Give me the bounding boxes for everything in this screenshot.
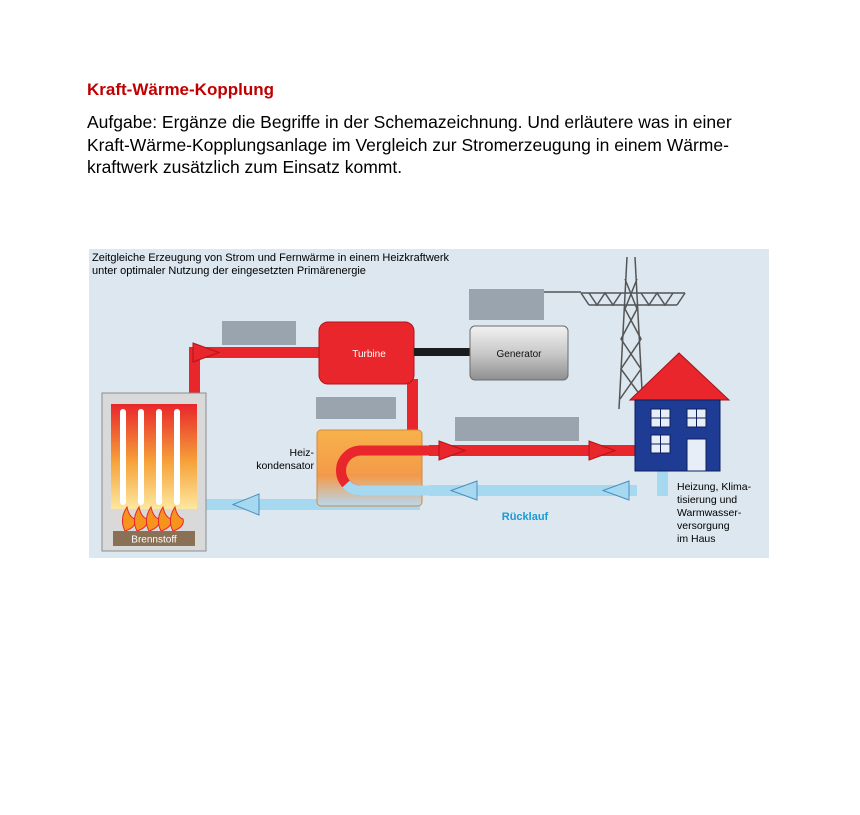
window-icon	[650, 408, 707, 454]
house-caption: Heizung, Klima-	[677, 481, 752, 493]
flow-arrow-hot	[588, 440, 617, 461]
blank-answer-box[interactable]	[455, 417, 579, 441]
hot-steam-pipe	[189, 347, 637, 456]
return-pipe	[205, 471, 668, 510]
house	[634, 399, 721, 472]
generator	[469, 325, 569, 381]
fuel-label: Brennstoff	[131, 535, 177, 546]
chp-diagram: Zeitgleiche Erzeugung von Strom und Fern…	[89, 249, 769, 558]
task-line: kraftwerk zusätzlich zum Einsatz kommt.	[87, 157, 403, 177]
house-caption: Warmwasser-	[677, 507, 742, 519]
power-pylon-icon	[544, 256, 686, 410]
generator-label: Generator	[496, 349, 542, 360]
condenser-label: kondensator	[256, 460, 314, 472]
diagram-caption: unter optimaler Nutzung der eingesetzten…	[92, 265, 366, 277]
flow-arrow-hot	[438, 440, 467, 461]
fuel-bin	[113, 531, 195, 546]
house-caption: im Haus	[677, 533, 716, 545]
page-title: Kraft-Wärme-Kopplung	[87, 80, 274, 99]
door-icon	[686, 438, 707, 472]
flow-arrow-hot	[192, 342, 221, 363]
house-caption: tisierung und	[677, 494, 737, 506]
flow-arrow-cold	[231, 493, 260, 516]
blank-answer-box[interactable]	[316, 397, 396, 419]
blank-answer-box[interactable]	[222, 321, 296, 345]
diagram-caption: Zeitgleiche Erzeugung von Strom und Fern…	[92, 252, 450, 264]
heat-exchanger-coil-return	[342, 480, 433, 496]
task-text: Aufgabe: Ergänze die Begriffe in der Sch…	[87, 111, 767, 179]
task-line: Kraft-Wärme-Kopplungsanlage im Vergleich…	[87, 134, 729, 155]
house-caption: versorgung	[677, 520, 730, 532]
condenser-label: Heiz-	[289, 447, 314, 459]
blank-answer-box[interactable]	[469, 289, 544, 320]
turbine-shaft	[414, 348, 471, 356]
flow-arrow-cold	[601, 480, 630, 501]
turbine-label: Turbine	[352, 349, 386, 360]
return-label: Rücklauf	[502, 511, 549, 523]
flow-arrow-cold	[449, 480, 478, 501]
flame-icon	[121, 505, 184, 532]
task-line: Aufgabe: Ergänze die Begriffe in der Sch…	[87, 112, 732, 132]
